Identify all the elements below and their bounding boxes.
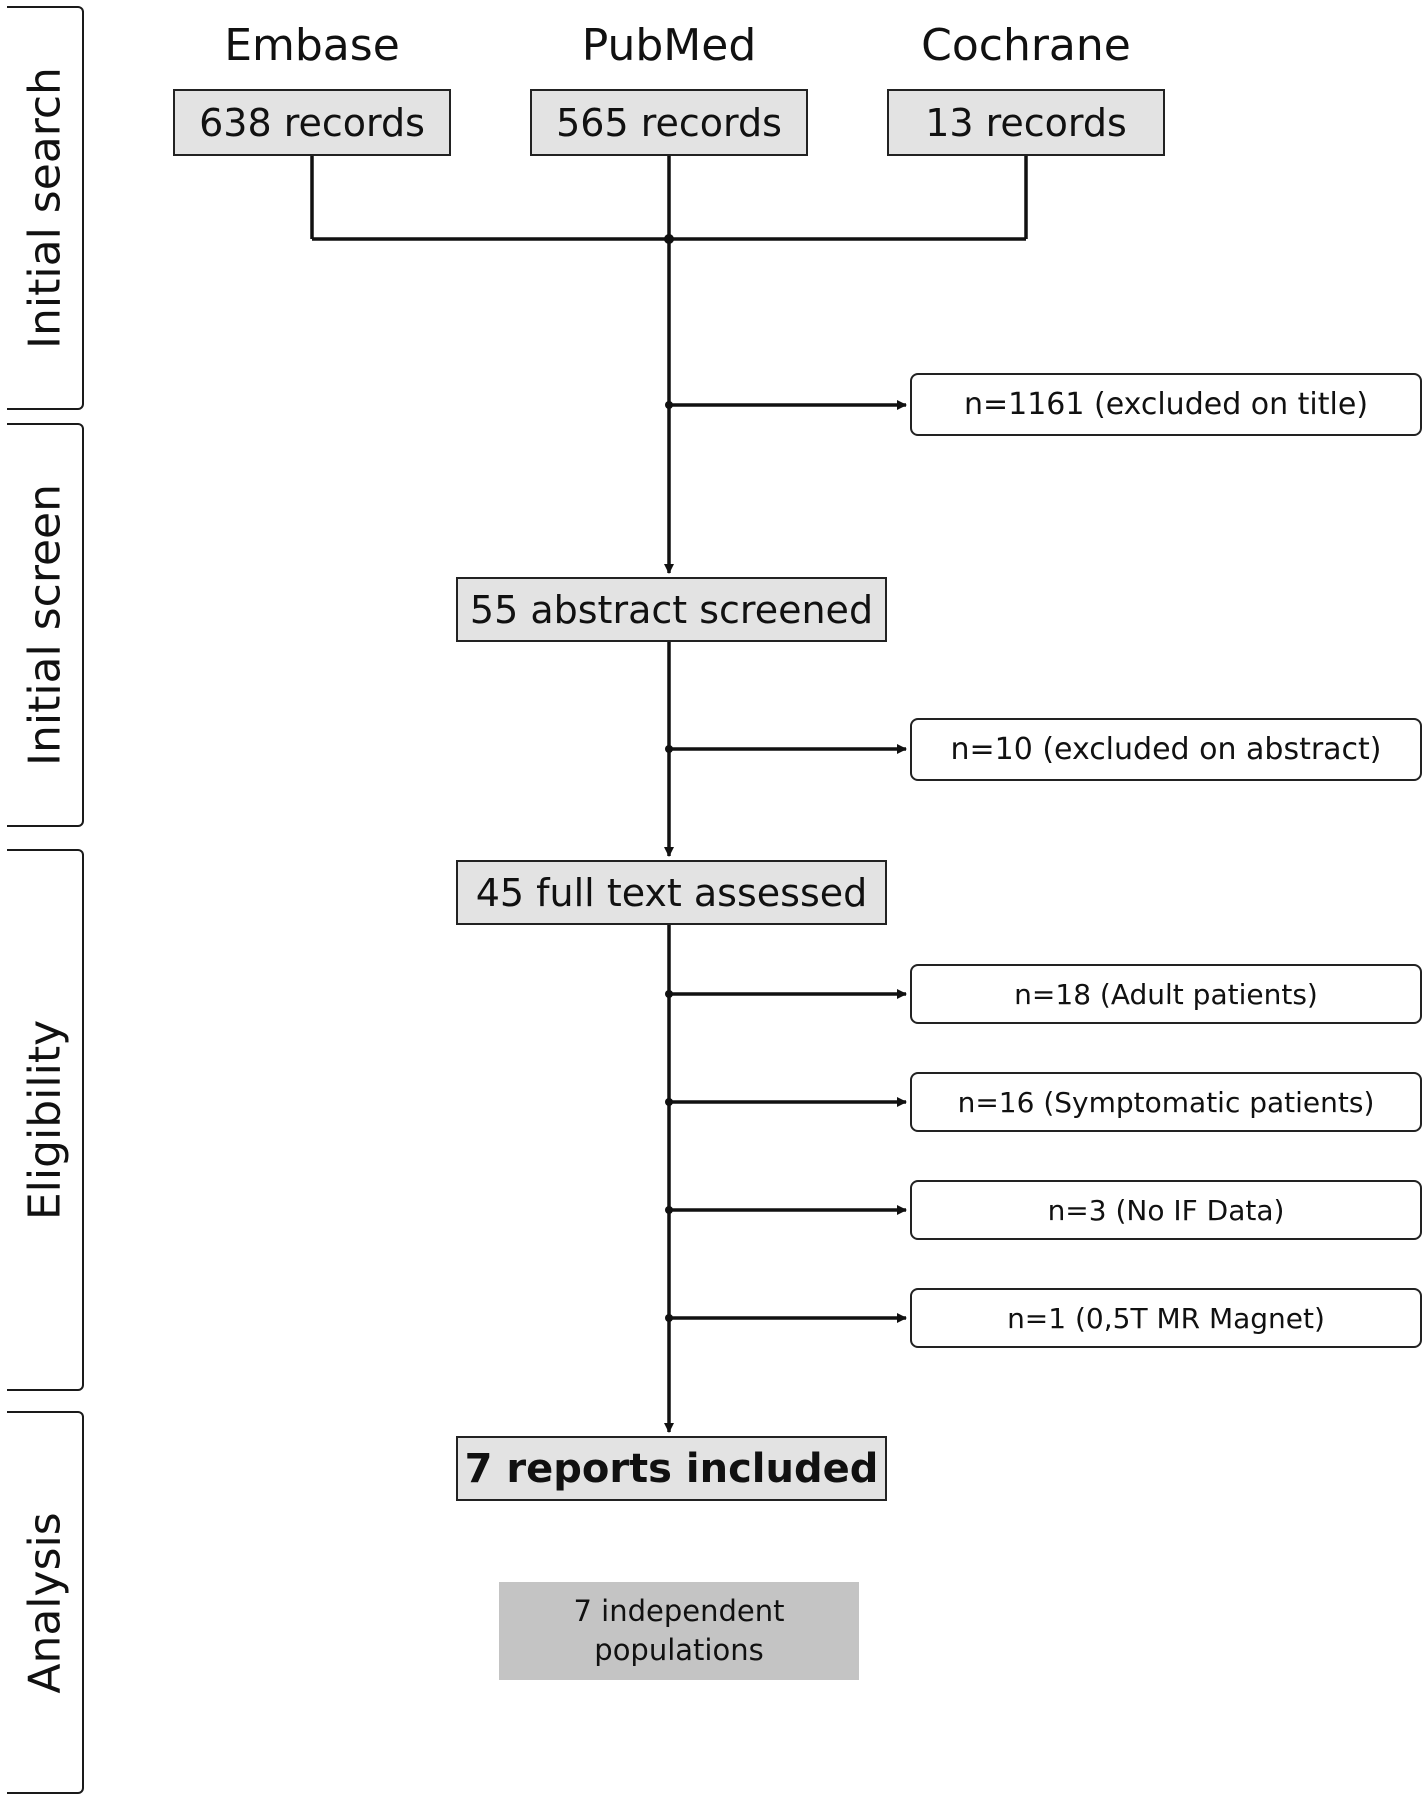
exclusion-box-adult: n=18 (Adult patients) [910, 964, 1422, 1024]
abstract-screened-label: 55 abstract screened [469, 587, 874, 632]
exclusion-box-mr-magnet: n=1 (0,5T MR Magnet) [910, 1288, 1422, 1348]
records-box-pubmed: 565 records [530, 89, 808, 156]
junction-dot [665, 1206, 673, 1214]
junction-dot [665, 1314, 673, 1322]
junction-dot [665, 745, 673, 753]
records-count: 565 records [556, 100, 782, 145]
exclusion-box-symptomatic: n=16 (Symptomatic patients) [910, 1072, 1422, 1132]
exclusion-label: n=18 (Adult patients) [1014, 977, 1318, 1011]
excluded-title-box: n=1161 (excluded on title) [910, 373, 1422, 436]
full-text-box: 45 full text assessed [456, 860, 887, 925]
populations-label: 7 independent populations [573, 1593, 785, 1667]
junction-dot [664, 234, 674, 244]
excluded-title-label: n=1161 (excluded on title) [963, 387, 1369, 422]
records-count: 638 records [199, 100, 425, 145]
junction-dot [665, 401, 673, 409]
stage-analysis: Analysis [7, 1411, 84, 1794]
junction-dot [665, 990, 673, 998]
exclusion-label: n=3 (No IF Data) [1047, 1193, 1285, 1227]
records-box-embase: 638 records [173, 89, 451, 156]
source-title-pubmed: PubMed [581, 20, 757, 71]
stage-initial-screen: Initial screen [7, 423, 84, 827]
stage-initial-search: Initial search [7, 6, 84, 410]
excluded-abstract-box: n=10 (excluded on abstract) [910, 718, 1422, 781]
source-title-embase: Embase [224, 20, 400, 71]
source-title-cochrane: Cochrane [921, 20, 1131, 71]
exclusion-label: n=16 (Symptomatic patients) [957, 1085, 1375, 1119]
populations-box: 7 independent populations [499, 1582, 859, 1680]
exclusion-label: n=1 (0,5T MR Magnet) [1007, 1301, 1325, 1335]
included-box: 7 reports included [456, 1436, 887, 1501]
excluded-abstract-label: n=10 (excluded on abstract) [950, 732, 1382, 767]
included-label: 7 reports included [464, 1445, 879, 1492]
abstract-screened-box: 55 abstract screened [456, 577, 887, 642]
exclusion-box-no-if-data: n=3 (No IF Data) [910, 1180, 1422, 1240]
full-text-label: 45 full text assessed [475, 870, 868, 915]
records-count: 13 records [925, 100, 1127, 145]
records-box-cochrane: 13 records [887, 89, 1165, 156]
junction-dot [665, 1098, 673, 1106]
stage-eligibility: Eligibility [7, 849, 84, 1391]
